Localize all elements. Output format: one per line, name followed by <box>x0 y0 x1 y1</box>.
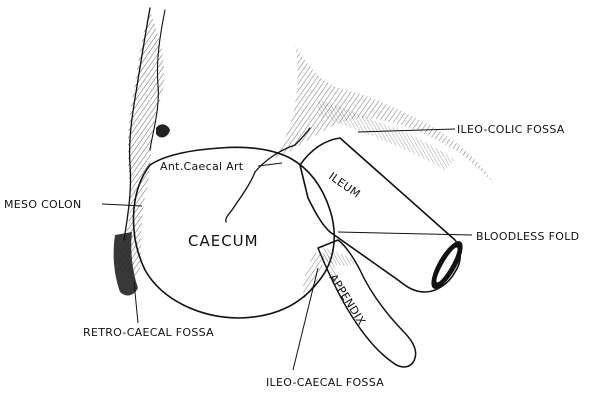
label-ileo-colic-fossa: ILEO-COLIC FOSSA <box>457 123 565 136</box>
ant-caecal-artery <box>226 172 255 222</box>
label-ileum: ILEUM <box>326 170 362 201</box>
label-caecum: CAECUM <box>188 232 259 250</box>
label-ileo-caecal-fossa: ILEO-CAECAL FOSSA <box>266 376 384 389</box>
label-ant-caecal-art: Ant.Caecal Art <box>160 160 244 173</box>
mesocolon-tag <box>156 124 170 137</box>
label-meso-colon: MESO COLON <box>4 198 82 211</box>
label-appendix: APPENDIX <box>326 272 368 328</box>
mesentery-shading <box>114 10 495 295</box>
label-retro-caecal-fossa: RETRO-CAECAL FOSSA <box>83 326 214 339</box>
leader-bloodless-fold <box>338 232 472 235</box>
label-bloodless-fold: BLOODLESS FOLD <box>476 230 579 243</box>
